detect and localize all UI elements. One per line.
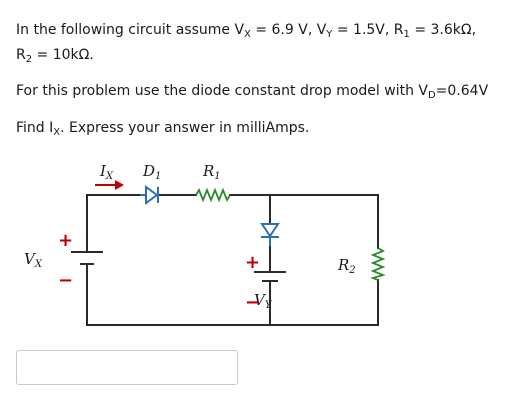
- r2-subscript: 2: [25, 54, 33, 65]
- r2-label: R2: [337, 256, 356, 276]
- text-intro: In the following circuit assume V: [16, 22, 245, 38]
- ix-label: IX: [99, 162, 114, 182]
- d1-label: D1: [142, 162, 161, 182]
- r1-label: R1: [202, 162, 221, 182]
- vy-subscript: Y: [326, 29, 333, 40]
- branch-diode-symbol: [260, 223, 280, 246]
- vx-battery-symbol: [71, 251, 103, 265]
- vx-plus-sign: +: [58, 230, 73, 251]
- find-text: Find I: [16, 120, 54, 136]
- r1-resistor-symbol: [195, 187, 231, 203]
- problem-line-4: Find IX. Express your answer in milliAmp…: [16, 119, 310, 138]
- vd-subscript: D: [427, 90, 436, 101]
- vy-label: VY: [254, 291, 273, 311]
- r2-resistor-symbol: [370, 247, 386, 281]
- circuit-wires: [86, 194, 379, 326]
- r1-value: = 3.6kΩ,: [409, 22, 477, 38]
- vy-plus-sign: +: [245, 252, 260, 273]
- vy-value: = 1.5V, R: [332, 22, 404, 38]
- problem-line-2: R2 = 10kΩ.: [16, 46, 94, 65]
- instruction-text: . Express your answer in milliAmps.: [60, 120, 310, 136]
- r1-subscript: 1: [403, 29, 410, 40]
- ix-subscript: X: [53, 127, 61, 138]
- vy-battery-symbol: [254, 271, 286, 282]
- circuit-diagram: IX D1 R1 VX VY R2 + − + −: [24, 162, 386, 326]
- r2-value: = 10kΩ.: [32, 47, 94, 63]
- vx-label: VX: [24, 250, 43, 270]
- problem-line-3: For this problem use the diode constant …: [16, 82, 489, 101]
- d1-diode-symbol: [140, 185, 159, 205]
- model-text: For this problem use the diode constant …: [16, 83, 428, 99]
- vx-subscript: X: [244, 29, 251, 40]
- vx-value: = 6.9 V, V: [250, 22, 327, 38]
- r2-symbol: R: [16, 47, 26, 63]
- vx-minus-sign: −: [58, 270, 73, 291]
- answer-input[interactable]: [16, 350, 238, 385]
- vd-value: =0.64V: [435, 83, 489, 99]
- ix-current-arrow: [95, 180, 124, 190]
- problem-line-1: In the following circuit assume VX = 6.9…: [16, 21, 477, 40]
- vy-minus-sign: −: [245, 292, 260, 313]
